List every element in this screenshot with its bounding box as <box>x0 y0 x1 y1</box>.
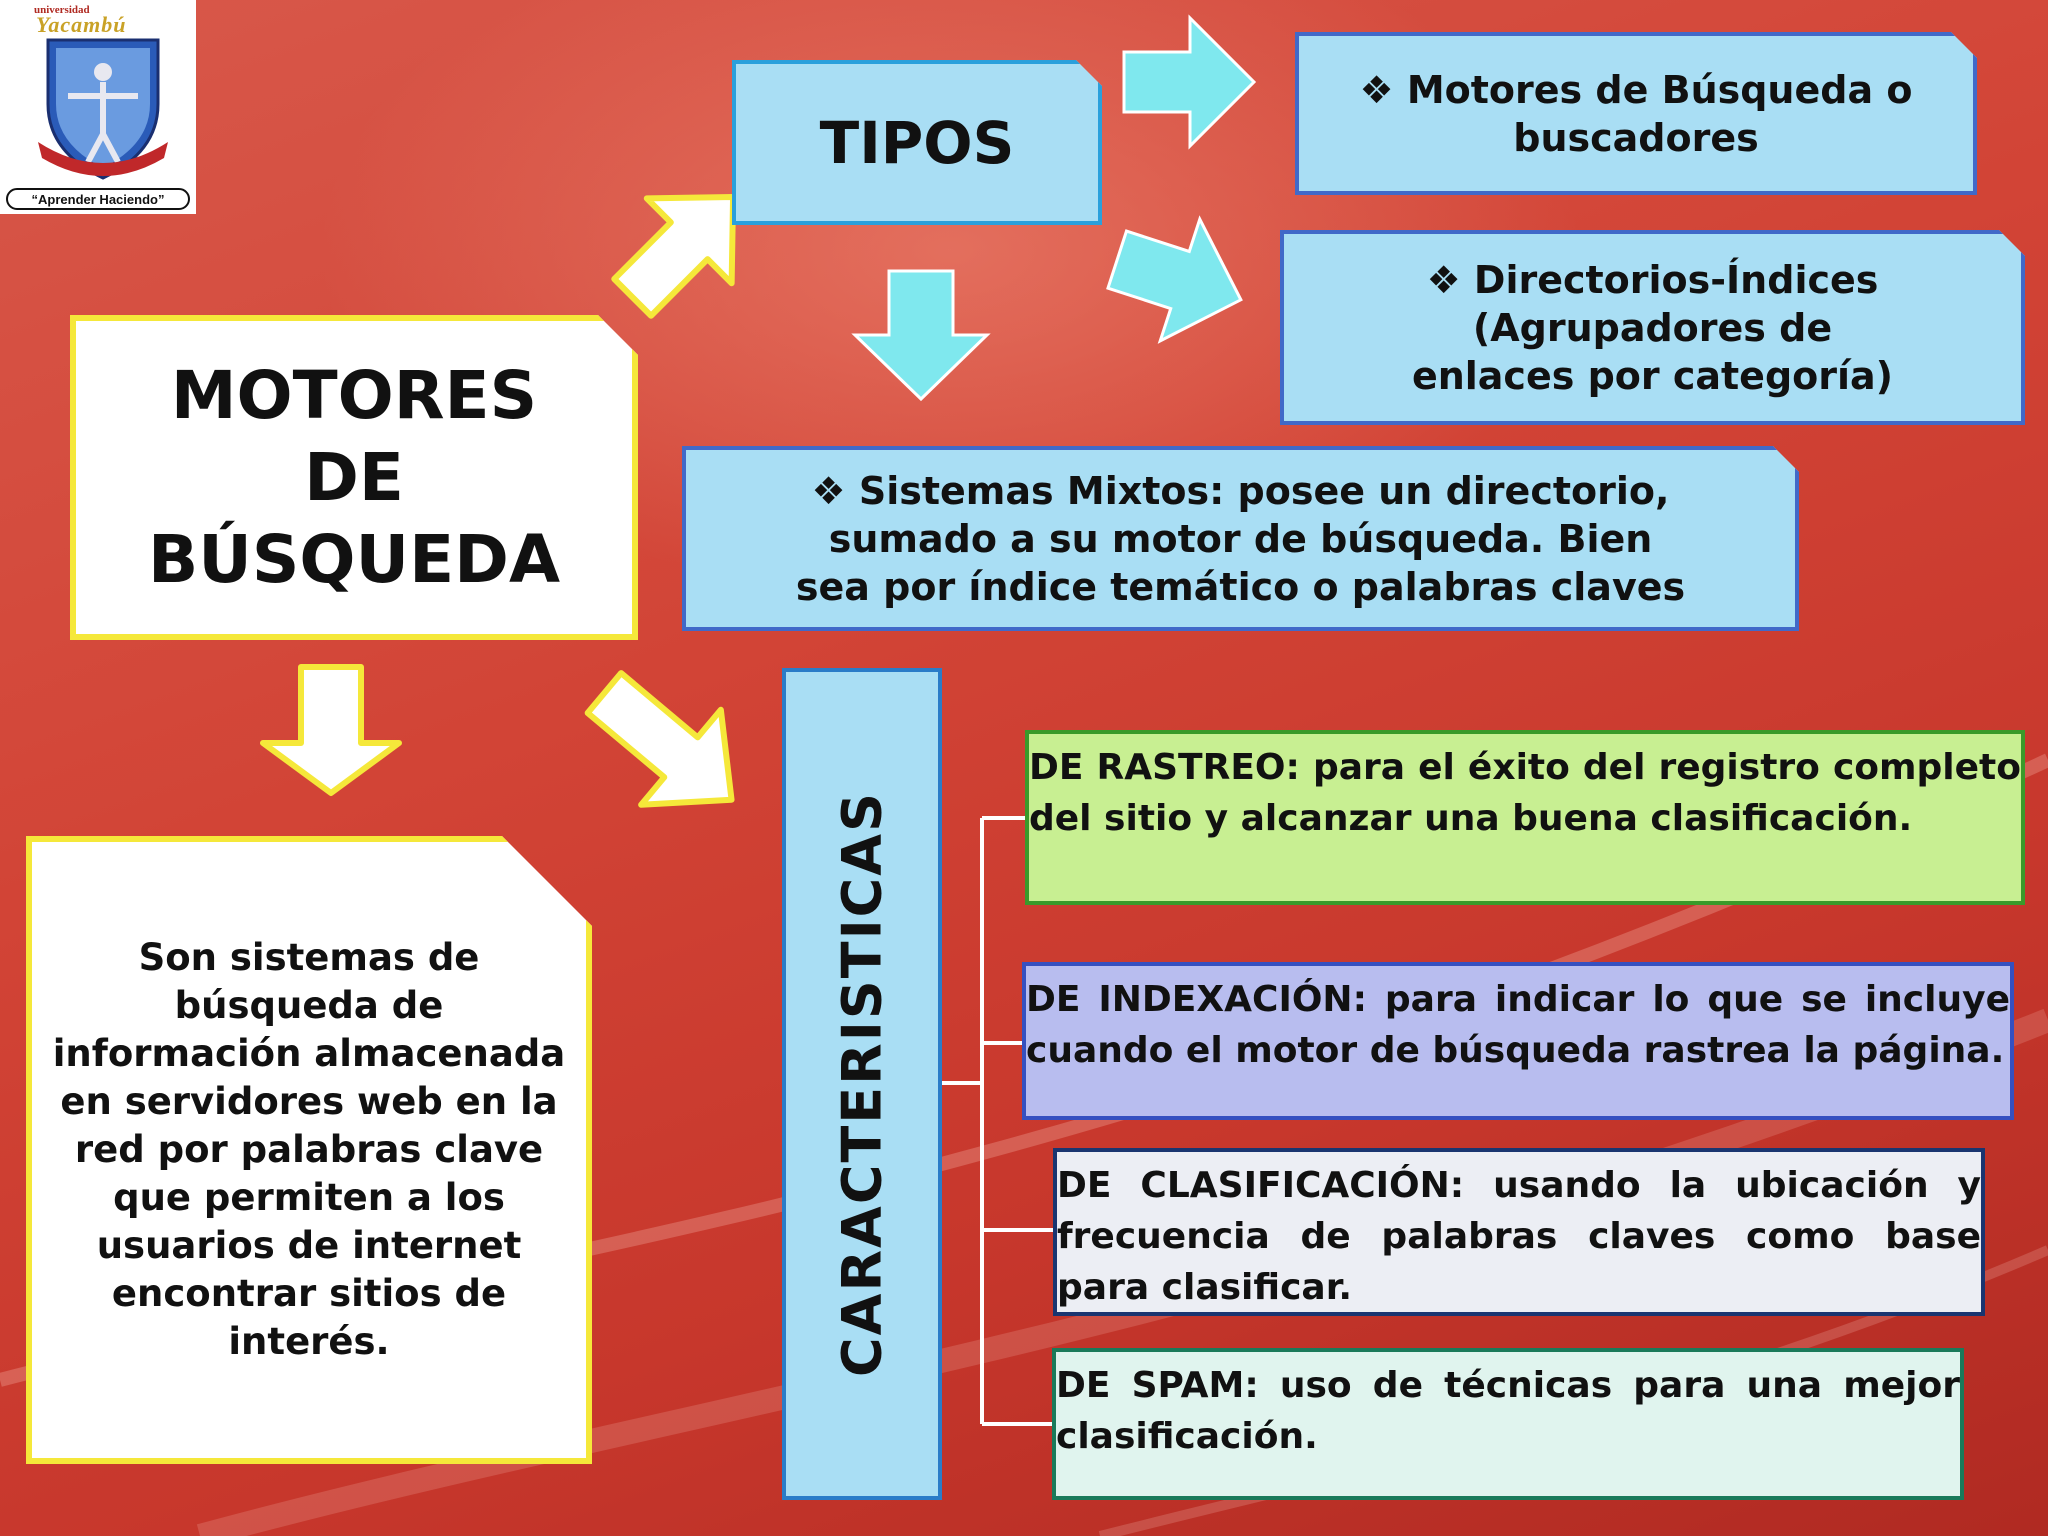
main-title-line: BÚSQUEDA <box>147 520 561 598</box>
caracteristicas-box: CARACTERISTICAS <box>782 668 942 1500</box>
logo-university-text: universidad <box>34 4 90 16</box>
type-label: ❖ Motores de Búsqueda o buscadores <box>1359 67 1913 160</box>
main-title: MOTORES DE BÚSQUEDA <box>148 355 560 601</box>
type-box-mixtos: ❖ Sistemas Mixtos: posee un directorio, … <box>682 446 1799 631</box>
feature-text: DE CLASIFICACIÓN: usando la ubicación y … <box>1057 1165 1981 1308</box>
main-title-line: MOTORES <box>170 356 538 434</box>
arrow-tipos-to-type1 <box>1122 14 1257 150</box>
university-shield-icon <box>38 38 168 180</box>
caracteristicas-label: CARACTERISTICAS <box>830 791 894 1377</box>
university-logo: universidad Yacambú “Aprender Haciendo” <box>0 0 196 214</box>
type-label: ❖ Directorios-Índices (Agrupadores de en… <box>1411 257 1894 398</box>
tipos-box: TIPOS <box>732 60 1102 225</box>
feature-clasificacion: DE CLASIFICACIÓN: usando la ubicación y … <box>1053 1148 1985 1316</box>
characteristics-connector <box>942 816 1055 1426</box>
arrow-tipos-to-type2 <box>1106 215 1243 344</box>
feature-text: DE SPAM: uso de técnicas para una mejor … <box>1056 1365 1960 1457</box>
tipos-label: TIPOS <box>819 108 1015 177</box>
arrow-title-to-caracteristicas <box>584 670 735 808</box>
main-title-line: DE <box>304 438 404 516</box>
type-box-motores: ❖ Motores de Búsqueda o buscadores <box>1295 32 1977 195</box>
feature-spam: DE SPAM: uso de técnicas para una mejor … <box>1052 1348 1964 1500</box>
main-title-box: MOTORES DE BÚSQUEDA <box>70 315 638 640</box>
feature-text: DE INDEXACIÓN: para indicar lo que se in… <box>1026 979 2010 1071</box>
type-label: ❖ Sistemas Mixtos: posee un directorio, … <box>795 468 1686 609</box>
definition-text: Son sistemas de búsqueda de información … <box>52 936 566 1363</box>
arrow-title-to-definition <box>260 664 402 796</box>
arrow-title-to-tipos <box>611 193 737 319</box>
logo-motto: “Aprender Haciendo” <box>6 188 190 210</box>
feature-text: DE RASTREO: para el éxito del registro c… <box>1029 747 2021 839</box>
definition-box: Son sistemas de búsqueda de información … <box>26 836 592 1464</box>
feature-indexacion: DE INDEXACIÓN: para indicar lo que se in… <box>1022 962 2014 1120</box>
type-box-directorios: ❖ Directorios-Índices (Agrupadores de en… <box>1280 230 2025 425</box>
feature-rastreo: DE RASTREO: para el éxito del registro c… <box>1025 730 2025 905</box>
arrow-tipos-to-type3 <box>851 269 991 402</box>
logo-name-text: Yacambú <box>36 12 127 37</box>
